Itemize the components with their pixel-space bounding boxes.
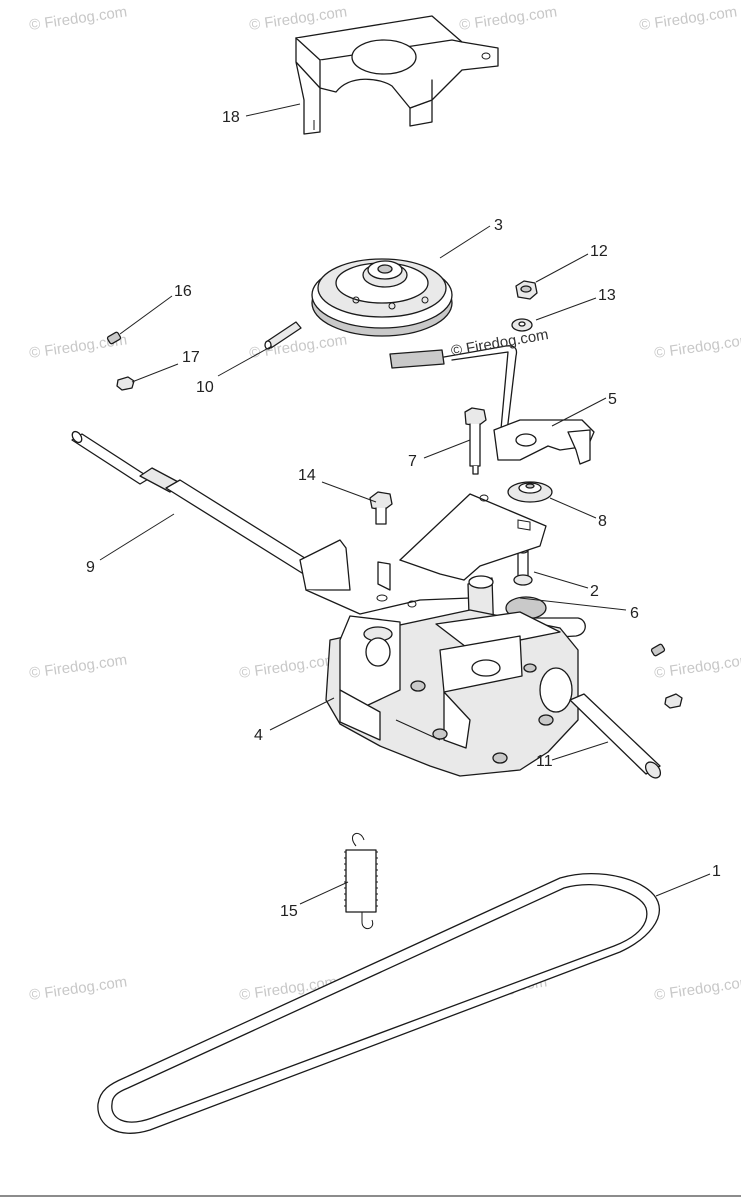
callout-18: 18	[222, 109, 240, 126]
watermark: © Firedog.com	[653, 331, 741, 362]
watermark: © Firedog.com	[28, 3, 128, 34]
callout-2: 2	[590, 583, 599, 600]
watermark: © Firedog.com	[248, 3, 348, 34]
part-17-key	[116, 376, 135, 391]
callout-1: 1	[712, 863, 721, 880]
callout-10: 10	[196, 379, 214, 396]
watermark: © Firedog.com	[653, 651, 741, 682]
side-key	[664, 693, 683, 709]
watermark: © Firedog.com	[28, 973, 128, 1004]
part-1-belt	[97, 872, 660, 1134]
callout-6: 6	[630, 605, 639, 622]
callout-13: 13	[598, 287, 616, 304]
leader-lines	[99, 103, 711, 905]
part-15-spring	[344, 832, 378, 929]
callout-14: 14	[298, 467, 316, 484]
watermark: © Firedog.com	[28, 651, 128, 682]
callout-15: 15	[280, 903, 298, 920]
part-11-axle	[569, 693, 662, 779]
callout-11: 11	[536, 753, 553, 770]
part-12-nut	[515, 280, 538, 300]
watermark: © Firedog.com	[458, 3, 558, 34]
callout-17: 17	[182, 349, 200, 366]
side-set-screw	[650, 643, 666, 657]
mounting-plate	[299, 493, 547, 615]
part-7-shoulder-bolt	[464, 407, 487, 475]
part-10-pin	[264, 321, 302, 350]
callout-8: 8	[598, 513, 607, 530]
callout-3: 3	[494, 217, 503, 234]
part-13-washer	[511, 318, 533, 332]
part-3-pulley	[311, 258, 453, 337]
callout-9: 9	[86, 559, 95, 576]
part-5-shift-arm	[389, 345, 595, 465]
part-4-transaxle	[325, 609, 579, 777]
part-8-washer	[507, 481, 553, 503]
watermark: © Firedog.com	[248, 331, 348, 362]
watermark: © Firedog.com	[238, 651, 338, 682]
callout-4: 4	[254, 727, 263, 744]
part-16-set-screw	[106, 331, 122, 345]
watermark: © Firedog.com	[638, 3, 738, 34]
callout-5: 5	[608, 391, 617, 408]
part-18-bracket	[295, 15, 499, 135]
callouts: 18 3 12 13 16 17 10 5 7 14 8 9 2 6 4 11 …	[86, 109, 721, 920]
part-14-bolt	[369, 491, 393, 525]
callout-7: 7	[408, 453, 417, 470]
watermark: © Firedog.com	[653, 973, 741, 1004]
callout-12: 12	[590, 243, 608, 260]
callout-16: 16	[174, 283, 192, 300]
part-9-shaft	[71, 430, 341, 589]
